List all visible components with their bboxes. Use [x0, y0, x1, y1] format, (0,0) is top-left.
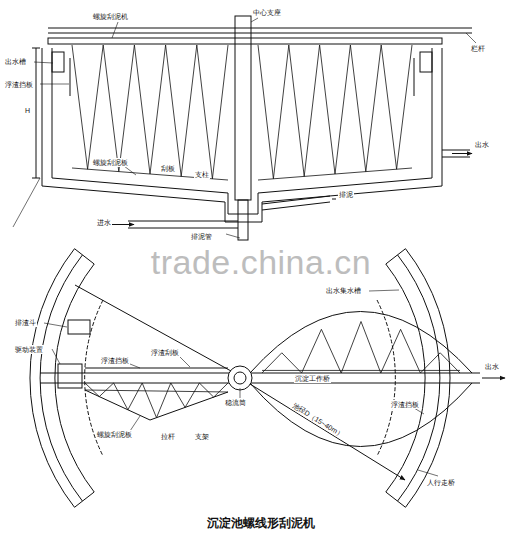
part-label: 出水集水槽 [325, 286, 362, 295]
caption: 沉淀池螺线形刮泥机 [206, 516, 316, 530]
tank-wall-arc [386, 264, 425, 492]
scum-baffle [414, 58, 415, 96]
tank-wall-arc [398, 255, 440, 501]
part-label: H [24, 106, 31, 115]
part-label: 刮板 [160, 164, 176, 173]
truss-chord [85, 390, 228, 392]
watermark: trade.china.cn [150, 244, 373, 280]
bridge [40, 373, 480, 374]
effluent-trough [52, 52, 64, 72]
part-label: 浮渣挡板 [4, 80, 34, 89]
part-label: 支架 [194, 432, 210, 441]
leader-line [240, 388, 241, 398]
flow-arrow [452, 153, 472, 154]
leader-line [418, 470, 438, 476]
dimension-tick [32, 48, 40, 178]
center-pier [228, 366, 252, 390]
truss-chord [72, 168, 228, 180]
truss-web [262, 322, 460, 374]
scum-baffle [70, 58, 71, 96]
part-label: 浮渣挡板 [390, 400, 420, 409]
truss-chord [85, 390, 228, 420]
leader-line [130, 416, 140, 431]
scum-baffle-arc [377, 300, 395, 456]
leader-line [13, 178, 40, 227]
scum-hopper [68, 320, 90, 334]
tank-wall-arc [406, 249, 451, 508]
part-label: 进水 [96, 218, 112, 227]
part-label: 中心支座 [252, 8, 282, 17]
bridge [40, 383, 480, 384]
tank-outer [42, 48, 442, 222]
part-label: 螺旋刮泥板 [92, 158, 129, 167]
part-label: 排渣斗 [14, 318, 37, 327]
leader-line [466, 33, 476, 43]
center-pipe [238, 200, 248, 240]
part-label: 浮渣刮板 [150, 348, 180, 357]
truss-web [72, 45, 228, 179]
part-label: 池径D（15~40m） [290, 400, 346, 439]
railing [48, 28, 472, 29]
truss-web [258, 45, 412, 179]
tank-inner [52, 48, 432, 214]
part-label: 螺旋刮泥板 [96, 430, 133, 439]
truss-chord [262, 370, 460, 371]
leader-line [369, 290, 399, 291]
part-label: 人行走桥 [426, 478, 456, 487]
leader-line [40, 84, 69, 85]
part-label: 沉淀工作桥 [294, 374, 331, 383]
part-label: 排泥管 [190, 232, 213, 241]
stilling-well [234, 372, 246, 384]
scum-baffle [85, 368, 228, 369]
leader-line [124, 166, 136, 175]
part-label: 栏杆 [470, 44, 486, 53]
part-label: 稳流筒 [224, 398, 247, 407]
bridge-beam [48, 38, 442, 44]
dimension-line [250, 384, 405, 480]
flow-arrow [482, 378, 505, 379]
sludge-pipe [262, 196, 330, 210]
leader-line [34, 62, 53, 63]
leader-line [52, 349, 60, 364]
flow-arrow [112, 224, 134, 225]
leader-line [112, 22, 118, 38]
flow-arrow [332, 199, 336, 200]
truss-chord [258, 168, 412, 180]
spiral-blade [250, 383, 472, 447]
part-label: 拉杆 [160, 432, 176, 441]
part-label: 出水 [474, 140, 490, 149]
tank-wall-arc [55, 264, 94, 492]
leader-line [44, 323, 67, 327]
tank-wall-arc [40, 255, 82, 501]
leader-line [180, 357, 190, 367]
railing [48, 33, 472, 34]
center-column [235, 16, 251, 200]
part-label: 出水 [484, 362, 500, 371]
part-label: 排泥 [338, 190, 354, 199]
part-label: 出水槽 [4, 57, 27, 66]
drive-unit [58, 364, 82, 388]
inlet-pipe [128, 221, 238, 228]
leader-line [226, 234, 240, 238]
truss-web [85, 383, 228, 418]
part-label: 支柱 [194, 170, 210, 179]
leader-line [130, 364, 140, 368]
effluent-trough [420, 52, 432, 72]
tank-wall-arc [30, 249, 75, 508]
spiral-blade [250, 312, 472, 374]
part-label: 驱动装置 [14, 345, 44, 354]
part-label: 螺旋刮泥机 [92, 12, 129, 21]
part-label: 浮渣挡板 [100, 356, 130, 365]
radius-line [75, 285, 231, 371]
dimension-line [36, 48, 37, 178]
leader-line [251, 18, 258, 22]
